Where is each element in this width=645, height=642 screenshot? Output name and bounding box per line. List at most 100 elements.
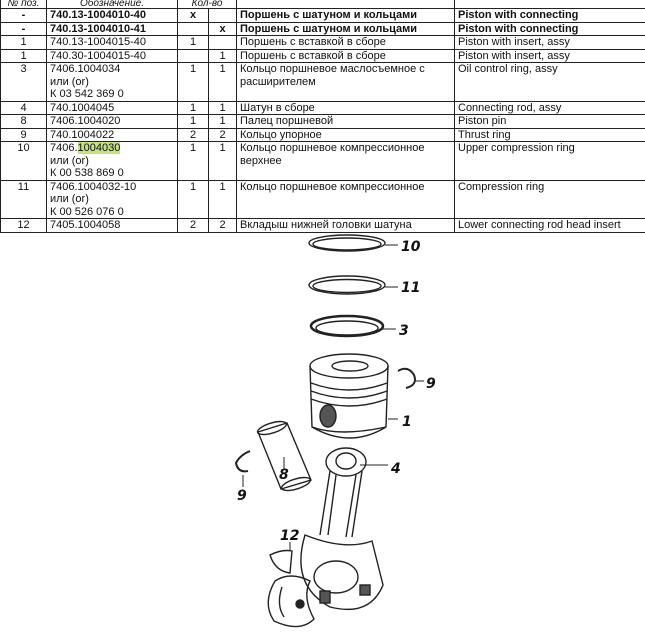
cell-name-ru: Кольцо упорное: [236, 127, 455, 142]
cell-qty-2: 1: [208, 141, 237, 181]
connecting-rod: [300, 447, 384, 611]
cell-qty-1: 1: [177, 141, 209, 181]
cell-name-en: Piston with insert, assy: [454, 48, 645, 63]
cell-name-en: Piston with insert, assy: [454, 35, 645, 50]
cell-name-ru: Поршень с вставкой в сборе: [236, 48, 455, 63]
thrust-ring-left: [234, 450, 251, 473]
cell-name-ru: Палец поршневой: [236, 114, 455, 129]
code-line: 740.1004045: [50, 101, 115, 114]
table-row: -740.13-1004010-40 x Поршень с шатуном и к…: [0, 8, 645, 23]
cell-code: 740.1004022: [46, 127, 178, 142]
cell-pos: 10: [0, 141, 47, 181]
code-line: 740.13-1004010-41: [50, 22, 147, 35]
callout-8: 8: [279, 467, 289, 483]
callout-9-left: 9: [237, 488, 247, 504]
code-line: 740.13-1004015-40: [50, 36, 147, 48]
piston: [309, 353, 389, 439]
cell-qty-2: 1: [208, 179, 237, 219]
table-header-row: № поз. Обозначение. Кол-во: [0, 0, 645, 9]
cell-qty-2: 1: [208, 100, 237, 115]
header-pos: № поз.: [0, 0, 47, 9]
code-line: 740.30-1004015-40: [50, 49, 147, 62]
callout-4: 4: [390, 461, 401, 477]
piston-pin: [256, 420, 312, 492]
cell-qty-2: 2: [208, 218, 237, 233]
cell-pos: 9: [0, 127, 47, 142]
cell-code: 740.13-1004010-40: [46, 8, 178, 23]
callout-9-right: 9: [426, 376, 436, 392]
code-line: 7406.1004034: [50, 63, 121, 75]
cell-qty-1: 1: [177, 35, 209, 50]
header-qty: Кол-во: [177, 0, 237, 9]
cell-qty-2: 1: [208, 114, 237, 129]
cell-qty-2: [208, 35, 237, 50]
callout-3: 3: [399, 323, 409, 339]
thrust-ring-right: [397, 367, 416, 389]
cell-name-en: Connecting rod, assy: [454, 100, 645, 115]
cell-code: 7406.1004020: [46, 114, 178, 129]
code-line: или (or): [50, 193, 89, 205]
cell-name-ru: Поршень с вставкой в сборе: [236, 35, 455, 50]
cell-code: 740.1004045: [46, 100, 178, 115]
cell-qty-1: 1: [177, 100, 209, 115]
upper-compression-ring: [308, 234, 386, 252]
cell-pos: -: [0, 8, 47, 23]
cell-pos: 12: [0, 218, 47, 233]
cell-qty-2: x: [208, 21, 237, 36]
header-en: [454, 0, 645, 9]
cell-code: 740.13-1004010-41: [46, 21, 178, 36]
cell-qty-2: 2: [208, 127, 237, 142]
cell-qty-2: 1: [208, 48, 237, 63]
code-line: 740.13-1004010-40: [50, 9, 147, 21]
oil-control-ring: [309, 314, 385, 338]
cell-pos: 8: [0, 114, 47, 129]
code-line: 7406.1004020: [50, 115, 121, 127]
code-line: или (or): [50, 154, 89, 167]
callout-11: 11: [401, 280, 420, 296]
piston-assembly-diagram: 10 11 3 9 1 8 4 9 12: [234, 234, 436, 628]
cell-name-ru: Шатун в сборе: [236, 100, 455, 115]
cell-qty-2: [208, 8, 237, 23]
cell-qty-1: [177, 21, 209, 36]
cell-name-ru: Кольцо поршневое маслосъемное с расширит…: [236, 62, 455, 102]
parts-table: № поз. Обозначение. Кол-во -740.13-10040…: [0, 0, 645, 233]
cell-qty-1: [177, 48, 209, 63]
cell-name-en: Oil control ring, assy: [454, 62, 645, 102]
cell-qty-1: x: [177, 8, 209, 23]
header-ru: [236, 0, 455, 9]
cell-name-ru: Кольцо поршневое компрессионное верхнее: [236, 141, 455, 181]
cell-pos: 11: [0, 179, 47, 219]
cell-pos: 4: [0, 100, 47, 115]
connecting-rod-insert: [267, 549, 315, 628]
cell-code: 740.30-1004015-40: [46, 48, 178, 63]
cell-code: 740.13-1004015-40: [46, 35, 178, 50]
cell-qty-1: 2: [177, 127, 209, 142]
cell-pos: -: [0, 21, 47, 36]
code-line: К 00 538 869 0: [50, 167, 124, 179]
cell-pos: 3: [0, 62, 47, 102]
code-line: или (or): [50, 75, 89, 88]
code-line: К 00 526 076 0: [50, 205, 124, 218]
code-line: 740.1004022: [50, 128, 115, 141]
cell-name-en: Compression ring: [454, 179, 645, 219]
code-line: 7406.1004032-10: [50, 180, 137, 193]
cell-pos: 1: [0, 48, 47, 63]
cell-name-en: Piston with connecting: [454, 8, 645, 23]
cell-qty-1: 1: [177, 62, 209, 102]
code-line: 7405.1004058: [50, 219, 121, 231]
cell-name-ru: Поршень с шатуном и кольцами: [236, 8, 455, 23]
callout-10: 10: [401, 239, 421, 255]
